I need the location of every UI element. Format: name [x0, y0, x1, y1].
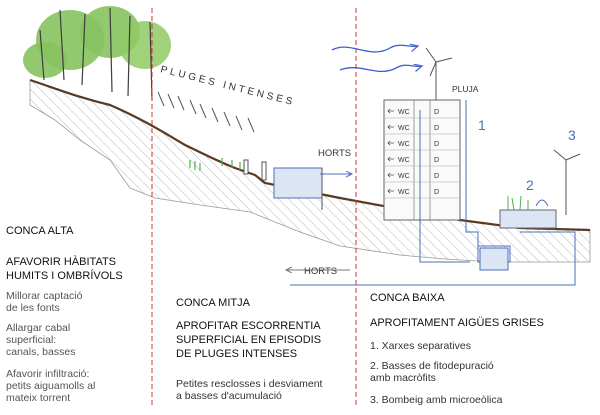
floor-d-label: D: [434, 189, 439, 196]
label-1: 1: [478, 117, 486, 133]
floor-arrow-icon: [387, 124, 394, 130]
zone-mitja-heading-2: SUPERFICIAL EN EPISODIS: [176, 334, 322, 346]
tree-canopy: [23, 6, 171, 101]
grass: [189, 158, 241, 171]
zone-alta-heading-1: AFAVORIR HÀBITATS: [6, 256, 117, 268]
storage-basin: [273, 167, 323, 210]
zone-alta-item-1-line-1: Millorar captació: [6, 290, 83, 302]
floor-arrow-icon: [387, 188, 394, 194]
floor-wc-label: WC: [398, 109, 410, 116]
floor-wc-label: WC: [398, 125, 410, 132]
floor-wc-label: WC: [398, 173, 410, 180]
floor-d-label: D: [434, 157, 439, 164]
zone-mitja-heading-1: APROFITAR ESCORRENTIA: [176, 320, 321, 332]
turbine-right: [553, 149, 581, 215]
zone-mitja-title: CONCA MITJA: [176, 297, 250, 309]
pluja-label: PLUJA: [452, 84, 479, 94]
turbine-roof: [425, 47, 453, 100]
zone-alta-item-2-line-1: Allargar cabal: [6, 322, 71, 334]
zone-alta-item-3-line-3: mateix torrent: [6, 392, 71, 404]
zone-mitja-heading-3: DE PLUGES INTENSES: [176, 348, 298, 360]
floor-arrow-icon: [387, 140, 394, 146]
zone-mitja-item-1-line-2: a basses d'acumulació: [176, 390, 282, 402]
floor-wc-label: WC: [398, 189, 410, 196]
label-2: 2: [526, 177, 534, 193]
zone-alta-item-2-line-3: canals, basses: [6, 346, 76, 358]
floor-arrow-icon: [387, 108, 394, 114]
zone-baixa-heading-1: APROFITAMENT AIGÜES GRISES: [370, 317, 544, 329]
label-3: 3: [568, 127, 576, 143]
building: WC D WC D WC D WC D WC D WC D: [383, 99, 461, 221]
zone-alta-item-3-line-1: Afavorir infiltració:: [6, 368, 90, 380]
weir-posts: [243, 159, 267, 181]
zone-alta-item-3-line-2: petits aiguamolls al: [6, 380, 96, 392]
zone-baixa-item-2-line-1: 2. Basses de fitodepuració: [370, 360, 494, 372]
phyto-basin: [499, 195, 557, 229]
floor-d-label: D: [434, 125, 439, 132]
zone-mitja-item-1-line-1: Petites resclosses i desviament: [176, 378, 323, 390]
pipe-network: [290, 100, 576, 286]
zone-baixa-item-2-line-2: amb macròfits: [370, 372, 436, 384]
zone-baixa-title: CONCA BAIXA: [370, 292, 445, 304]
floor-wc-label: WC: [398, 141, 410, 148]
floor-arrow-icon: [387, 156, 394, 162]
zone-alta-title: CONCA ALTA: [6, 225, 74, 237]
zone-baixa-item-3: 3. Bombeig amb microeòlica: [370, 394, 503, 406]
zone-alta-item-2-line-2: superficial:: [6, 334, 57, 346]
floor-d-label: D: [434, 173, 439, 180]
floor-arrow-icon: [387, 172, 394, 178]
rain-label: PLUGES INTENSES: [159, 64, 296, 108]
zone-baixa-item-1: 1. Xarxes separatives: [370, 340, 471, 352]
horts-top-label: HORTS: [318, 148, 351, 159]
floor-d-label: D: [434, 141, 439, 148]
horts-bottom-label: HORTS: [304, 266, 337, 277]
zone-alta-heading-2: HUMITS I OMBRÍVOLS: [6, 270, 123, 282]
zone-alta-item-1-line-2: de les fonts: [6, 302, 60, 314]
rain-drops: [157, 91, 255, 133]
floor-wc-label: WC: [398, 157, 410, 164]
wind-arrows: [331, 45, 422, 71]
floor-d-label: D: [434, 109, 439, 116]
